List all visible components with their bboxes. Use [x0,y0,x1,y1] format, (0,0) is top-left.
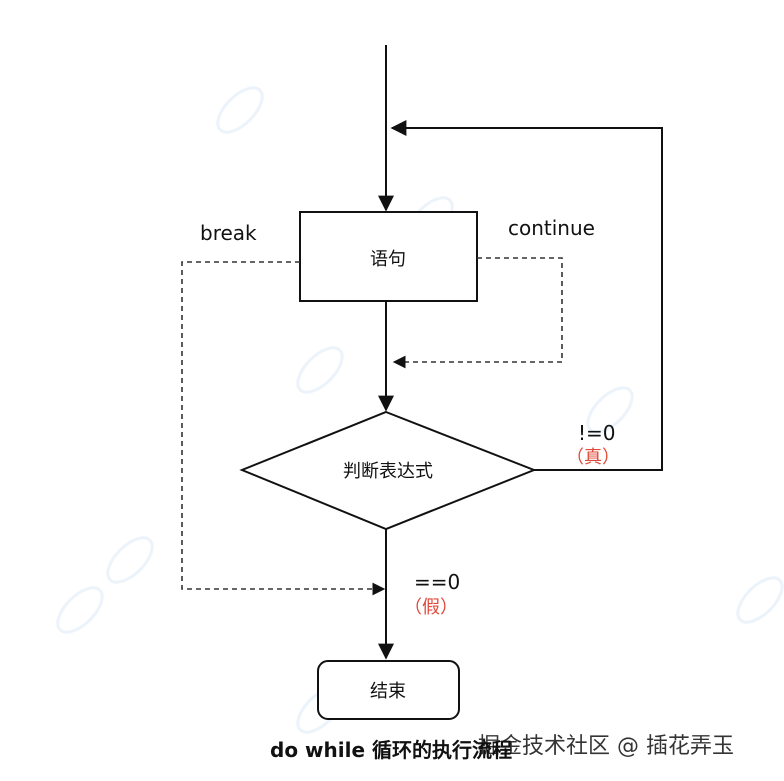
watermark-logo-4 [586,386,634,434]
background-watermarks [56,86,784,734]
end-label: 结束 [370,681,406,702]
break-dashed-arrow [181,261,386,596]
watermark-logo-3 [296,346,344,394]
end-box [317,660,460,720]
watermark-logo-5 [106,536,154,584]
continue-label: continue [508,216,595,240]
diagram-caption: do while 循环的执行流程 [270,738,512,762]
site-watermark: 掘金技术社区 @ 插花弄玉 [478,734,734,759]
true-condition-label: !=0 [578,421,616,445]
true-loop-arrow [390,120,663,471]
false-condition-label: ==0 [414,570,460,594]
continue-dashed-arrow [392,257,563,369]
statement-label: 语句 [370,249,406,270]
watermark-logo-6 [56,586,104,634]
watermark-logo-7 [736,576,784,624]
watermark-logo-1 [216,86,264,134]
break-label: break [200,221,257,245]
statement-box [299,211,478,302]
false-word-label: （假） [404,597,458,618]
true-word-label: （真） [566,447,620,468]
condition-label: 判断表达式 [343,461,433,482]
